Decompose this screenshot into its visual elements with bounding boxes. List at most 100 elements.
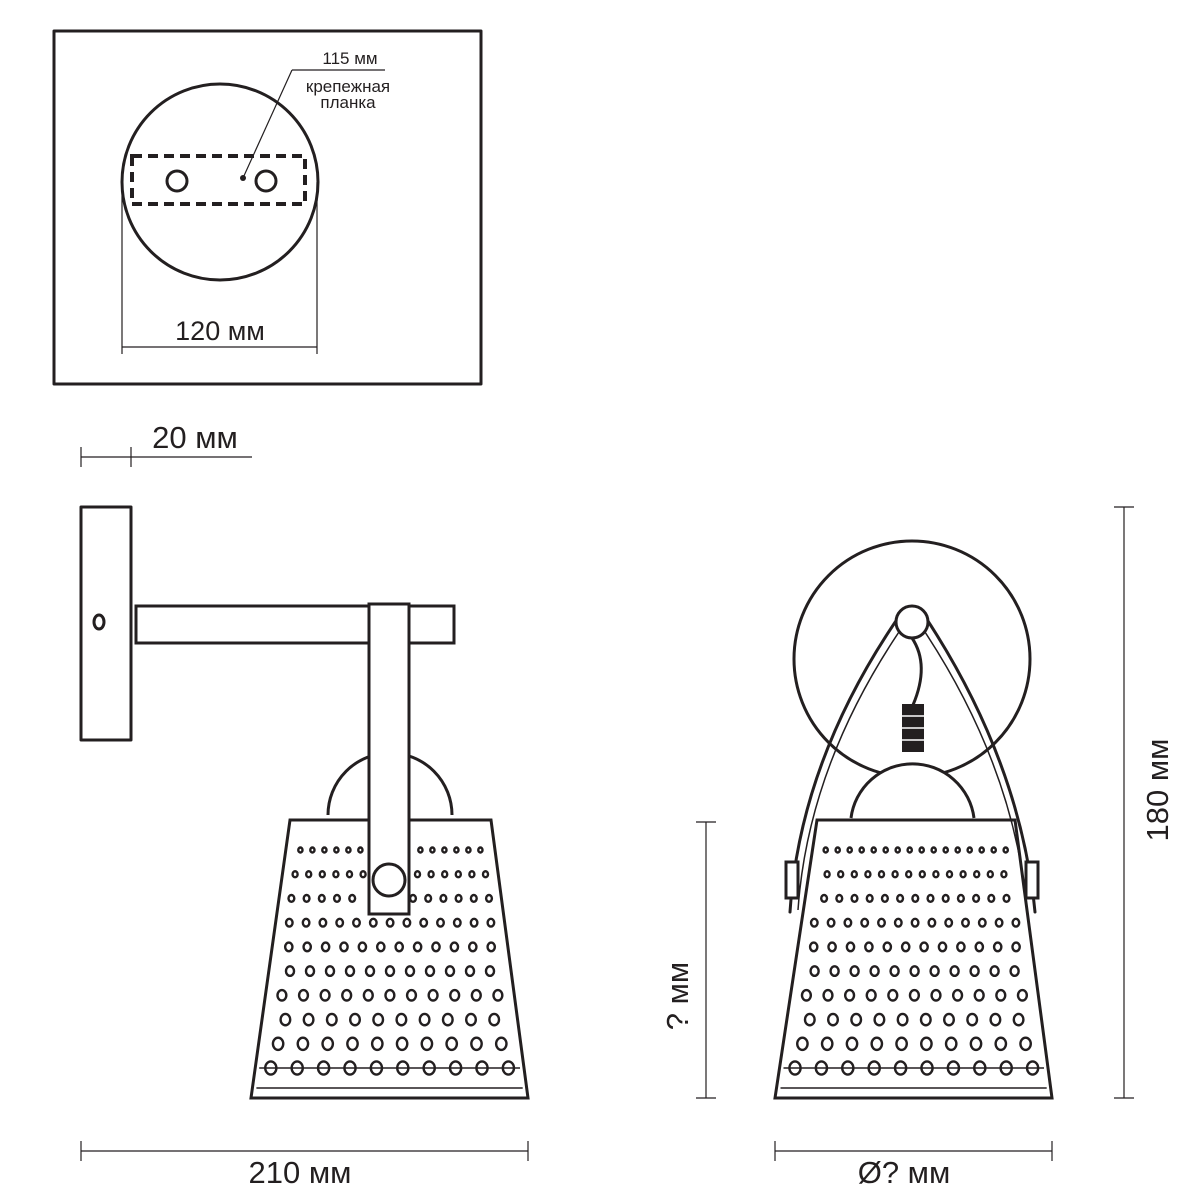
perforation-hole: [926, 893, 935, 904]
perforation-hole: [873, 1012, 886, 1027]
perforation-hole: [465, 846, 472, 854]
perforation-hole: [1002, 893, 1011, 904]
perforation-hole: [276, 988, 288, 1002]
perforation-hole: [930, 988, 942, 1002]
perforation-hole: [986, 870, 995, 879]
perforation-hole: [920, 1036, 933, 1052]
perforation-hole: [882, 941, 893, 953]
perforation-hole: [1011, 941, 1021, 953]
perforation-hole: [865, 988, 877, 1002]
perforation-hole: [904, 870, 913, 879]
perforation-hole: [302, 1012, 315, 1027]
perforation-hole: [887, 988, 899, 1002]
perforation-hole: [959, 870, 967, 879]
perforation-hole: [843, 988, 856, 1002]
perforation-hole: [494, 1036, 508, 1052]
perforation-hole: [843, 917, 853, 928]
perforation-hole: [444, 965, 456, 978]
perforation-hole: [943, 1012, 956, 1027]
shade-height-label: ? мм: [660, 962, 695, 1030]
perforation-hole: [994, 917, 1004, 928]
perforation-hole: [836, 870, 845, 879]
perforation-hole: [384, 965, 396, 978]
perforation-hole: [894, 846, 902, 854]
shade-diameter-label: Ø? мм: [858, 1155, 951, 1190]
perforation-hole: [896, 893, 905, 904]
perforation-hole: [845, 1036, 859, 1052]
perforation-hole: [362, 988, 374, 1002]
perforation-hole: [470, 1036, 483, 1052]
perforation-hole: [919, 941, 929, 953]
perforation-hole: [858, 846, 866, 854]
perforation-hole: [357, 846, 364, 854]
perforation-hole: [320, 941, 331, 953]
perforation-hole: [344, 965, 356, 978]
perforation-hole: [454, 870, 463, 879]
perforation-hole: [405, 988, 418, 1002]
perforation-hole: [441, 846, 448, 854]
perforation-hole: [341, 988, 353, 1002]
perforation-hole: [834, 846, 842, 854]
mount-plate-circle: [120, 82, 320, 282]
perforation-hole: [346, 1036, 359, 1052]
perforation-hole: [895, 1036, 908, 1052]
width-label: 210 мм: [249, 1155, 352, 1190]
perforation-hole: [893, 917, 903, 928]
perforation-hole: [468, 870, 476, 879]
perforation-hole: [469, 893, 478, 904]
perforation-hole: [827, 1012, 840, 1027]
perforation-hole: [845, 941, 856, 953]
perforation-hole: [909, 965, 920, 978]
perforation-hole: [325, 1012, 338, 1027]
perforation-hole: [978, 846, 986, 854]
side-bracket-pivot: [371, 862, 407, 898]
perforation-hole: [977, 917, 987, 928]
perforation-hole: [973, 988, 985, 1002]
perforation-hole: [481, 870, 490, 879]
perforation-hole: [1016, 988, 1029, 1002]
perforation-hole: [395, 1036, 409, 1052]
perforation-hole: [375, 941, 386, 953]
perforation-hole: [1019, 1036, 1032, 1052]
perforation-hole: [486, 941, 497, 953]
perforation-hole: [966, 846, 974, 854]
perforation-hole: [1011, 917, 1021, 928]
perforation-hole: [908, 988, 921, 1002]
perforation-hole: [333, 846, 340, 854]
perforation-hole: [420, 1036, 434, 1052]
perforation-hole: [850, 1012, 863, 1027]
perforation-hole: [820, 1036, 834, 1052]
plate-diameter-label: 120 мм: [175, 316, 265, 346]
perforation-hole: [860, 917, 870, 928]
perforation-hole: [464, 965, 476, 978]
perforation-hole: [427, 870, 435, 879]
perforation-hole: [882, 846, 890, 854]
perforation-hole: [402, 917, 412, 928]
perforation-hole: [954, 846, 962, 854]
height-label: 180 мм: [1140, 739, 1175, 842]
perforation-hole: [429, 846, 436, 854]
perforation-hole: [1012, 1012, 1025, 1027]
perforation-hole: [357, 941, 368, 953]
perforation-hole: [271, 1036, 285, 1052]
front-bracket-clip-left: [784, 860, 800, 900]
perforation-hole: [449, 941, 460, 953]
perforation-hole: [284, 965, 296, 978]
perforation-hole: [436, 917, 445, 928]
perforation-hole: [424, 893, 433, 904]
perforation-hole: [809, 917, 819, 928]
perforation-hole: [994, 1036, 1008, 1052]
perforation-hole: [992, 941, 1003, 953]
perforation-hole: [956, 941, 966, 953]
perforation-hole: [297, 988, 310, 1002]
perforation-hole: [944, 1036, 958, 1052]
perforation-hole: [364, 965, 376, 978]
bar-leader-line: [242, 69, 293, 179]
perforation-hole: [995, 988, 1007, 1002]
perforation-hole: [969, 965, 980, 978]
perforation-hole: [318, 917, 328, 928]
screw-hole-right: [254, 169, 278, 193]
perforation-hole: [989, 965, 1000, 978]
perforation-hole: [808, 941, 819, 953]
perforation-hole: [829, 965, 840, 978]
